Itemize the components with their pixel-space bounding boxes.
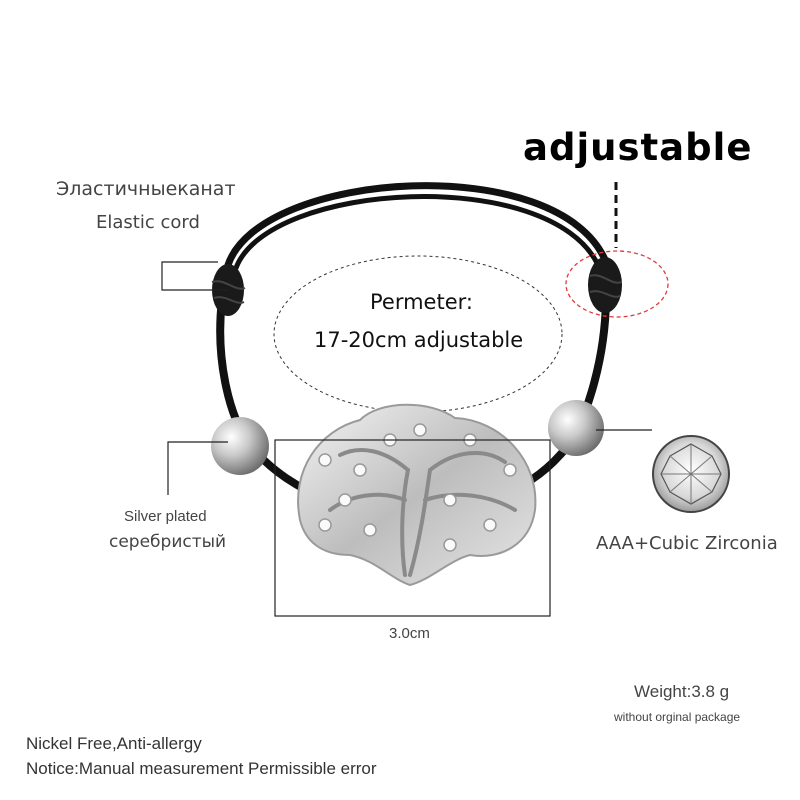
guide-lines — [161, 261, 652, 617]
weight-note: without orginal package — [614, 710, 741, 724]
elastic-cord-label: Elastic cord — [96, 212, 200, 233]
perimeter-value: 17-20cm adjustable — [314, 328, 524, 352]
weight-label: Weight:3.8 g — [634, 682, 730, 701]
silver-plated-label-ru: серебристый — [109, 532, 227, 552]
measurement-notice: Notice:Manual measurement Permissible er… — [26, 759, 377, 778]
silver-plated-label: Silver plated — [124, 508, 207, 525]
perimeter-title: Permeter: — [370, 290, 473, 314]
adjustable-knot-highlight — [565, 250, 669, 318]
elastic-cord-label-ru: Эластичныеканат — [56, 178, 236, 200]
cubic-zirconia-gem — [652, 435, 730, 513]
pendant-width-label: 3.0cm — [389, 625, 430, 642]
right-knot — [588, 257, 622, 313]
zirconia-label: AAA+Cubic Zirconia — [596, 533, 778, 554]
left-bead — [211, 417, 269, 475]
nickel-free-note: Nickel Free,Anti-allergy — [26, 734, 202, 753]
right-bead — [548, 400, 604, 456]
perimeter-ellipse — [273, 255, 563, 413]
adjustable-label: adjustable — [523, 126, 753, 169]
tree-of-life-pendant — [297, 403, 537, 587]
